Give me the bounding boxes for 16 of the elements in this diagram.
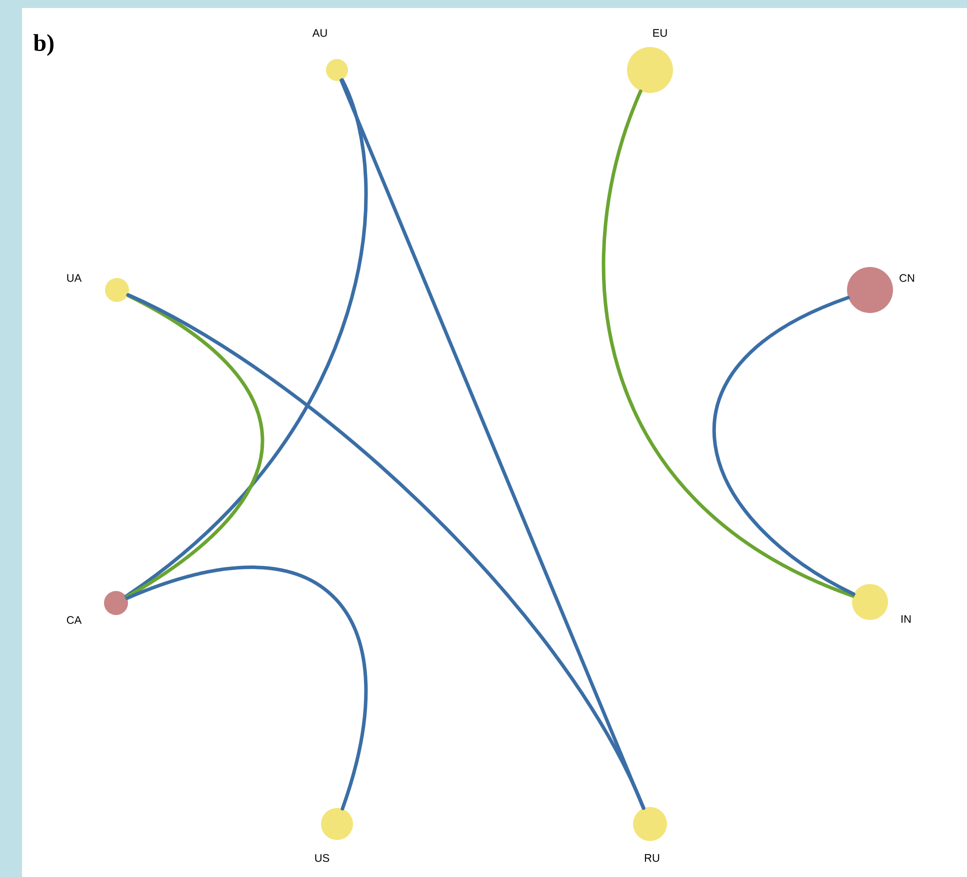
node-label: UA: [67, 274, 82, 282]
panel-label: b): [34, 34, 54, 56]
connector-curve: [126, 293, 646, 810]
connector-curve: [124, 78, 368, 598]
node-label: IN: [902, 615, 911, 623]
connector-curve: [125, 566, 368, 810]
node-label: CN: [900, 274, 914, 282]
connector-curve: [340, 78, 646, 810]
node-label: RU: [644, 854, 660, 862]
connector-curve: [602, 89, 855, 598]
node-label: CA: [66, 616, 82, 624]
node-label: EU: [653, 29, 667, 37]
connector-curve: [124, 294, 264, 599]
connector-curve: [713, 296, 856, 596]
node-label: US: [315, 854, 330, 862]
node-label: AU: [312, 29, 327, 37]
